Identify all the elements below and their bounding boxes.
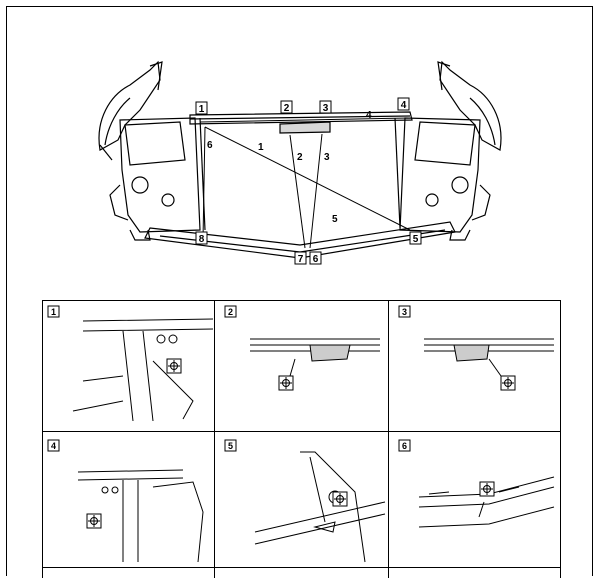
callout-box-2 — [280, 100, 293, 114]
line-label-5: 5 — [332, 214, 338, 225]
callout-box-7 — [294, 251, 307, 265]
detail-drawing-1: 1 — [47, 305, 214, 422]
detail-cell-5-label: 5 — [228, 441, 233, 451]
detail-drawing-5: 5 — [224, 439, 386, 563]
detail-cell-5: 5 — [214, 431, 389, 568]
detail-drawing-2: 2 — [224, 305, 380, 391]
line-label-2: 2 — [297, 152, 303, 163]
callout-box-4-label: 4 — [401, 100, 407, 111]
detail-drawing-3: 3 — [398, 305, 554, 391]
detail-cell-1-label: 1 — [51, 307, 56, 317]
callout-box-1 — [195, 101, 208, 115]
detail-cell-1: 1 — [42, 300, 215, 432]
line-label-3: 3 — [324, 152, 330, 163]
line-label-4: 4 — [366, 110, 372, 121]
detail-cell-4-label: 4 — [51, 441, 56, 451]
callout-box-6-label: 6 — [313, 254, 319, 265]
callout-boxes: 1 2 3 4 5 6 7 8 — [195, 97, 422, 265]
figure-frame — [6, 6, 593, 576]
callout-box-5-label: 5 — [413, 234, 419, 245]
callout-box-8-label: 8 — [199, 234, 205, 245]
callout-box-5 — [409, 231, 422, 245]
callout-box-3-label: 3 — [323, 103, 329, 114]
detail-cell-9-partial — [388, 567, 561, 578]
line-label-1: 1 — [258, 142, 264, 153]
detail-drawing-4: 4 — [47, 439, 204, 563]
detail-cell-7-partial — [42, 567, 215, 578]
detail-cell-3-label: 3 — [402, 307, 407, 317]
callout-box-3 — [319, 100, 332, 114]
detail-cell-2-label: 2 — [228, 307, 233, 317]
detail-drawing-6: 6 — [398, 439, 555, 528]
callout-box-6 — [309, 251, 322, 265]
callout-box-7-label: 7 — [298, 254, 304, 265]
line-label-6: 6 — [207, 140, 213, 151]
detail-cell-4: 4 — [42, 431, 215, 568]
callout-box-1-label: 1 — [199, 104, 205, 115]
detail-cell-3: 3 — [388, 300, 561, 432]
callout-box-4 — [397, 97, 410, 111]
callout-box-2-label: 2 — [284, 103, 290, 114]
callout-box-8 — [195, 231, 208, 245]
line-labels: 1 2 3 4 5 6 — [207, 110, 372, 225]
detail-cell-6: 6 — [388, 431, 561, 568]
detail-cell-2: 2 — [214, 300, 389, 432]
detail-cell-8-partial — [214, 567, 389, 578]
detail-cell-6-label: 6 — [402, 441, 407, 451]
front-structure-overview: 1 2 3 4 5 6 7 8 1 2 3 4 5 6 — [98, 60, 502, 265]
